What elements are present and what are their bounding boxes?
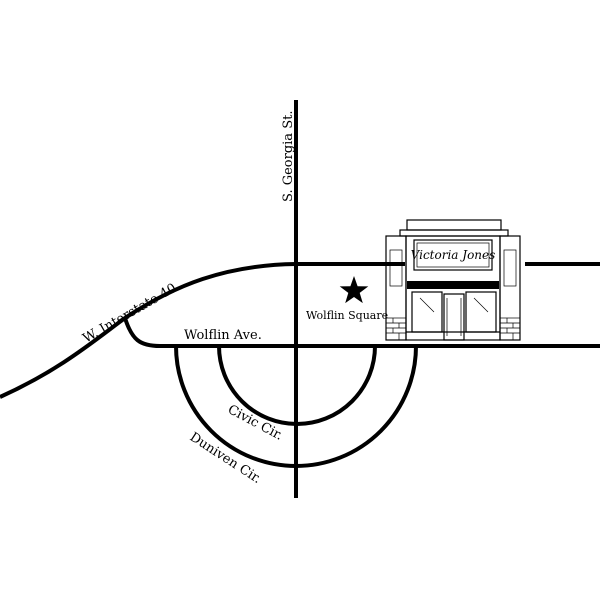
star-icon — [339, 276, 369, 304]
wolflin-ave-road — [123, 317, 600, 348]
duniven-circle-road — [174, 345, 418, 468]
interstate-label: W. Interstate 40 — [81, 281, 180, 347]
brick-base — [385, 317, 521, 341]
georgia-street-label: S. Georgia St. — [281, 111, 296, 202]
storefront-illustration: Victoria Jones — [385, 219, 521, 341]
store-sign: Victoria Jones — [411, 248, 496, 262]
wolflin-square-label: Wolflin Square — [306, 309, 388, 322]
store-door — [443, 293, 465, 341]
interstate-road — [0, 262, 405, 399]
civic-circle-road — [217, 345, 377, 426]
wolflin-ave-label: Wolflin Ave. — [184, 328, 262, 343]
roads — [0, 100, 600, 498]
